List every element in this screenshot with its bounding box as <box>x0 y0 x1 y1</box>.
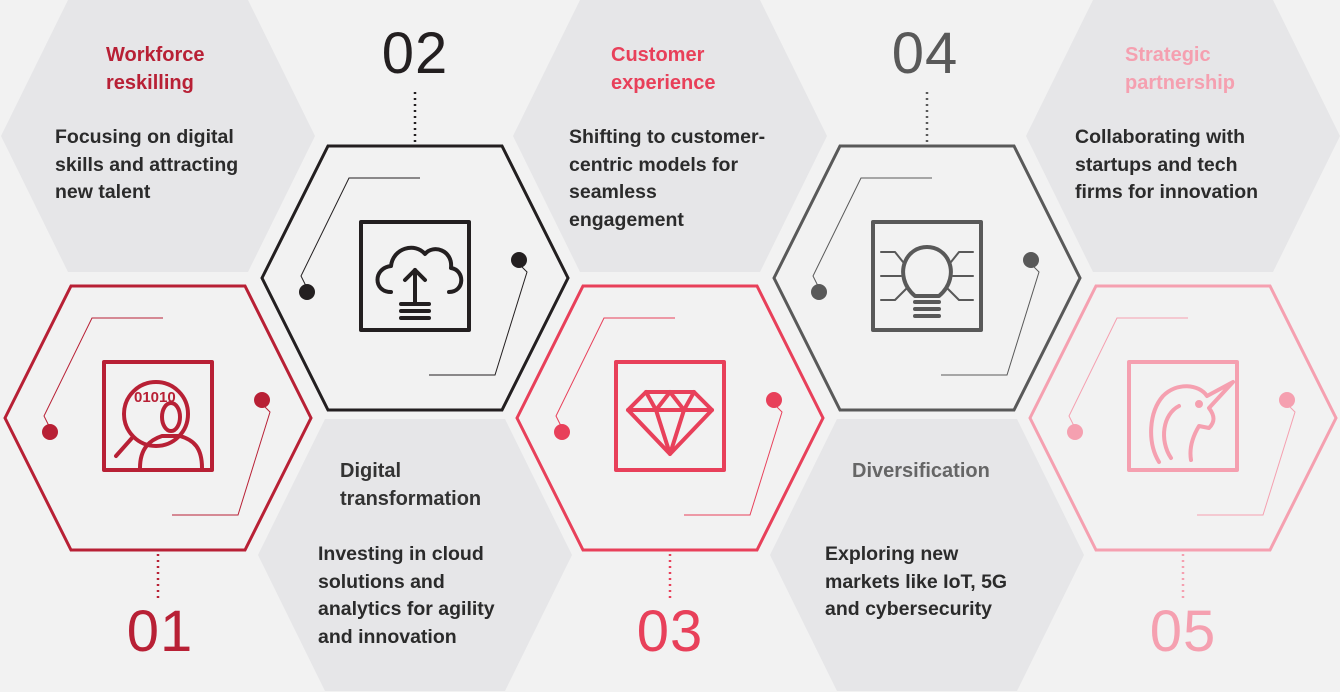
outline-hexagon <box>3 284 313 552</box>
circuit-node <box>766 392 782 408</box>
icon-frame <box>614 360 726 472</box>
circuit-node <box>299 284 315 300</box>
binary-digits: 01010 <box>134 389 176 406</box>
magnifier-lens <box>122 380 190 448</box>
outline-hexagon <box>515 284 825 552</box>
step-5-number: 05 <box>1149 599 1217 664</box>
circuit-node <box>1023 252 1039 268</box>
text-hexagon-4 <box>770 419 1084 691</box>
outline-hexagon <box>1028 284 1338 552</box>
step-2-number: 02 <box>381 21 449 86</box>
circuit-node <box>254 392 270 408</box>
cloud-shape <box>375 245 464 294</box>
circuit-line <box>1197 403 1296 516</box>
step-4-number: 04 <box>891 21 959 86</box>
text-hexagon-5 <box>1026 0 1340 272</box>
icon-frame <box>871 220 983 332</box>
text-hexagon-1 <box>1 0 315 272</box>
circuit-line <box>1068 317 1188 429</box>
step-5-hexagon-group <box>1028 284 1338 602</box>
circuit-line <box>555 317 675 429</box>
unicorn-head <box>1149 380 1235 464</box>
circuit-node <box>1067 424 1083 440</box>
diamond-icon <box>614 360 726 472</box>
text-hexagon-2 <box>258 419 572 691</box>
step-2-hexagon-group <box>260 92 570 412</box>
diamond-facet <box>654 390 686 412</box>
circuit-node <box>1279 392 1295 408</box>
icon-frame <box>1127 360 1239 472</box>
circuit-node <box>511 252 527 268</box>
circuit-line <box>300 177 420 289</box>
circuit-line <box>429 263 528 376</box>
diamond-facet <box>644 390 696 456</box>
magnifier-handle <box>114 436 134 458</box>
circuit-line <box>812 177 932 289</box>
step-1-hexagon-group: 01010 <box>3 284 313 602</box>
circuit-node <box>811 284 827 300</box>
unicorn-icon <box>1127 360 1239 472</box>
cloud-upload-icon <box>359 220 471 332</box>
icon-frame <box>102 360 214 472</box>
circuit-node <box>554 424 570 440</box>
step-1-number: 01 <box>126 599 194 664</box>
circuit-line <box>172 403 271 516</box>
diamond-outline <box>626 390 714 456</box>
circuit-node <box>42 424 58 440</box>
unicorn-eye <box>1195 400 1203 408</box>
step-3-number: 03 <box>636 599 704 664</box>
unicorn-mane <box>1162 404 1181 460</box>
lightbulb-circuit-icon <box>871 220 983 332</box>
step-4-title: Diversification <box>852 460 990 482</box>
bulb <box>901 245 953 298</box>
head <box>160 401 182 433</box>
step-3-hexagon-group <box>515 284 825 602</box>
text-hexagon-3 <box>513 0 827 272</box>
step-4-hexagon-group <box>772 92 1082 412</box>
circuit-line <box>941 263 1040 376</box>
circuit-traces <box>880 251 974 301</box>
circuit-line <box>43 317 163 429</box>
arrow-head <box>403 268 427 282</box>
shoulders <box>138 434 204 470</box>
person-search-binary-icon: 01010 <box>102 360 214 472</box>
icon-frame <box>359 220 471 332</box>
outline-hexagon <box>772 144 1082 412</box>
circuit-line <box>684 403 783 516</box>
